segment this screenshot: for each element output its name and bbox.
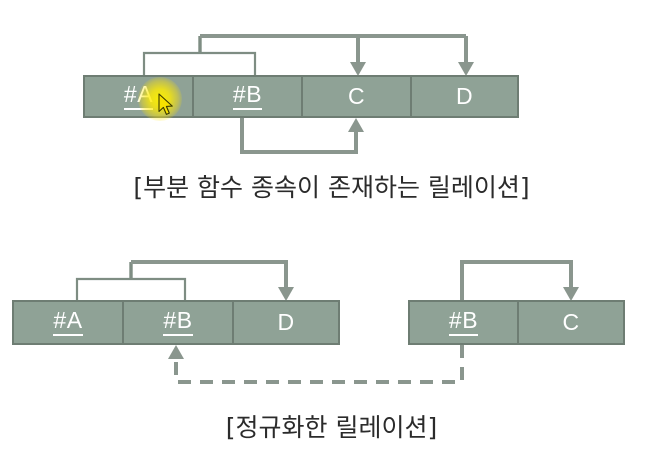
attribute-label: #A: [123, 83, 154, 110]
bottom-left-composite-key-bracket: [75, 262, 187, 300]
attribute-cell-c-top[interactable]: C: [303, 77, 412, 116]
bottom-right-full-dependency-arrow: [460, 260, 579, 301]
attribute-cell-b-bottom-left[interactable]: #B: [124, 302, 234, 343]
attribute-cell-b-top[interactable]: #B: [194, 77, 303, 116]
attribute-cell-b-bottom-right[interactable]: #B: [410, 302, 519, 343]
normalized-relation-left[interactable]: #A #B D: [12, 300, 340, 345]
attribute-cell-a-bottom-left[interactable]: #A: [14, 302, 124, 343]
attribute-label: C: [562, 309, 580, 335]
normalized-relation-right[interactable]: #B C: [408, 300, 625, 345]
attribute-cell-d-bottom-left[interactable]: D: [234, 302, 338, 343]
attribute-cell-a-top[interactable]: #A: [85, 77, 194, 116]
top-caption: [부분 함수 종속이 존재하는 릴레이션]: [133, 173, 530, 202]
attribute-label: #B: [448, 309, 479, 336]
attribute-label: C: [347, 83, 366, 109]
attribute-cell-d-top[interactable]: D: [412, 77, 517, 116]
top-partial-dependency-arrow: [240, 118, 364, 154]
top-composite-key-bracket: [142, 36, 257, 75]
bottom-left-full-dependency-arrow: [131, 260, 294, 301]
bottom-caption: [정규화한 릴레이션]: [225, 413, 438, 442]
attribute-label: #A: [53, 309, 83, 336]
attribute-label: D: [277, 309, 295, 335]
attribute-label: #B: [163, 309, 193, 336]
attribute-label: #B: [232, 83, 263, 110]
relation-with-partial-dependency[interactable]: #A #B C D: [83, 75, 519, 118]
top-full-dependency-arrows: [200, 34, 474, 76]
attribute-label: D: [455, 83, 474, 109]
foreign-key-dashed-link: [168, 345, 464, 384]
attribute-cell-c-bottom-right[interactable]: C: [519, 302, 623, 343]
